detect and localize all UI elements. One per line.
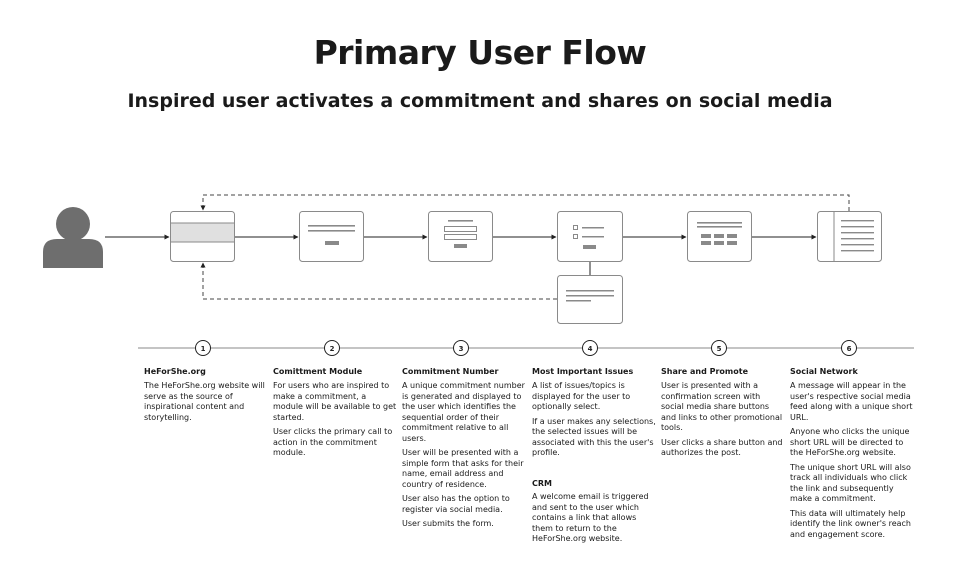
step-marker: 6 bbox=[841, 340, 857, 356]
step-paragraph: The unique short URL will also track all… bbox=[790, 462, 911, 504]
step-description: A message will appear in the user's resp… bbox=[790, 381, 914, 544]
step-paragraph: Anyone who clicks the unique short URL w… bbox=[790, 427, 910, 457]
screen-crm-email bbox=[557, 275, 623, 324]
step-marker: 2 bbox=[324, 340, 340, 356]
page-title: Primary User Flow bbox=[313, 33, 647, 72]
step-description: The HeForShe.org website will serve as t… bbox=[144, 381, 268, 427]
step-description: A list of issues/topics is displayed for… bbox=[532, 381, 656, 463]
step-paragraph: The HeForShe.org website will serve as t… bbox=[144, 381, 265, 422]
step-description: User is presented with a confirmation sc… bbox=[661, 381, 785, 463]
step-paragraph: If a user makes any selections, the sele… bbox=[532, 416, 656, 458]
step-description: For users who are inspired to make a com… bbox=[273, 381, 397, 463]
flow-arrows bbox=[105, 234, 817, 275]
screen-heforshe bbox=[170, 211, 235, 262]
screen-commitment-number bbox=[428, 211, 493, 262]
step-paragraph: User is presented with a confirmation sc… bbox=[661, 381, 783, 432]
step-number: 2 bbox=[330, 345, 335, 353]
step-paragraph: User also has the option to register via… bbox=[402, 494, 510, 514]
step-marker: 1 bbox=[195, 340, 211, 356]
step-paragraph: User will be presented with a simple for… bbox=[402, 448, 524, 489]
step-number: 4 bbox=[588, 345, 593, 353]
step-title: Social Network bbox=[790, 367, 858, 376]
screen-share-promote bbox=[687, 211, 752, 262]
step-title: Comittment Module bbox=[273, 367, 363, 376]
crm-description: A welcome email is triggered and sent to… bbox=[532, 492, 656, 545]
step-paragraph: User submits the form. bbox=[402, 519, 494, 528]
return-loops bbox=[200, 194, 850, 300]
crm-paragraph: A welcome email is triggered and sent to… bbox=[532, 492, 649, 543]
step-description: A unique commitment number is generated … bbox=[402, 381, 526, 534]
screen-important-issues bbox=[557, 211, 623, 262]
page-subtitle: Inspired user activates a commitment and… bbox=[127, 90, 833, 112]
step-paragraph: A message will appear in the user's resp… bbox=[790, 381, 913, 422]
step-paragraph: A list of issues/topics is displayed for… bbox=[532, 381, 631, 411]
crm-title: CRM bbox=[532, 479, 552, 488]
step-title: Commitment Number bbox=[402, 367, 499, 376]
screen-commitment-module bbox=[299, 211, 364, 262]
step-paragraph: User clicks a share button and authorize… bbox=[661, 437, 783, 458]
step-number: 6 bbox=[847, 345, 852, 353]
step-paragraph: For users who are inspired to make a com… bbox=[273, 381, 397, 422]
step-number: 5 bbox=[717, 345, 722, 353]
screen-social-network bbox=[817, 211, 882, 262]
step-marker: 4 bbox=[582, 340, 598, 356]
step-title: Most Important Issues bbox=[532, 367, 634, 376]
step-title: Share and Promote bbox=[661, 367, 749, 376]
step-title: HeForShe.org bbox=[144, 367, 206, 376]
step-number: 3 bbox=[459, 345, 464, 353]
step-paragraph: User clicks the primary call to action i… bbox=[273, 427, 393, 457]
step-paragraph: A unique commitment number is generated … bbox=[402, 381, 525, 443]
step-marker: 3 bbox=[453, 340, 469, 356]
step-number: 1 bbox=[201, 345, 206, 353]
step-paragraph: This data will ultimately help identify … bbox=[790, 508, 912, 539]
user-avatar-icon bbox=[43, 207, 103, 268]
step-marker: 5 bbox=[711, 340, 727, 356]
